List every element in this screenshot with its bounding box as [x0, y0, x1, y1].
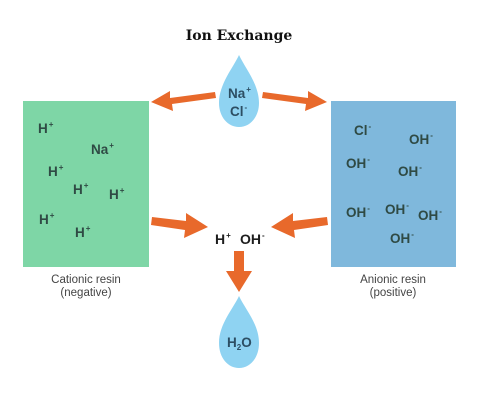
- arrow-to-cationic: [151, 91, 216, 111]
- arrow-anionic-to-center: [271, 213, 328, 238]
- cation-ion: H+: [109, 186, 125, 202]
- anionic-resin-box: [331, 101, 456, 267]
- cationic-caption: Cationic resin (negative): [6, 274, 166, 300]
- top-water-drop: [219, 55, 259, 127]
- arrow-to-anionic: [262, 91, 327, 111]
- cation-ion: H+: [38, 120, 54, 136]
- center-oh-ion: OH-: [240, 231, 265, 247]
- anionic-caption: Anionic resin (positive): [313, 274, 473, 300]
- anionic-caption-line1: Anionic resin: [360, 274, 426, 286]
- cation-ion: H+: [73, 181, 89, 197]
- arrow-cationic-to-center: [151, 213, 208, 238]
- cationic-resin-box: [23, 101, 149, 267]
- anion-ion: OH-: [409, 131, 433, 147]
- diagram-title: Ion Exchange: [185, 28, 293, 44]
- cation-ion: H+: [75, 224, 91, 240]
- anion-ion: OH-: [346, 155, 370, 171]
- cationic-caption-line1: Cationic resin: [51, 274, 121, 286]
- bottom-water-drop: [219, 296, 259, 368]
- cation-ion: Na+: [91, 141, 114, 157]
- center-h-ion: H+: [215, 231, 231, 247]
- anionic-caption-line2: (positive): [369, 287, 417, 299]
- anion-ion: OH-: [390, 230, 414, 246]
- anion-ion: Cl-: [354, 122, 372, 138]
- arrow-center-to-water: [226, 251, 252, 292]
- anion-ion: OH-: [385, 201, 409, 217]
- top-drop-na: Na+: [228, 85, 251, 101]
- anion-ion: OH-: [418, 207, 442, 223]
- top-drop-cl: Cl-: [230, 103, 248, 119]
- cation-ion: H+: [39, 211, 55, 227]
- cationic-caption-line2: (negative): [60, 287, 112, 299]
- anion-ion: OH-: [346, 204, 370, 220]
- anion-ion: OH-: [398, 163, 422, 179]
- cation-ion: H+: [48, 163, 64, 179]
- water-formula: H2O: [227, 335, 252, 352]
